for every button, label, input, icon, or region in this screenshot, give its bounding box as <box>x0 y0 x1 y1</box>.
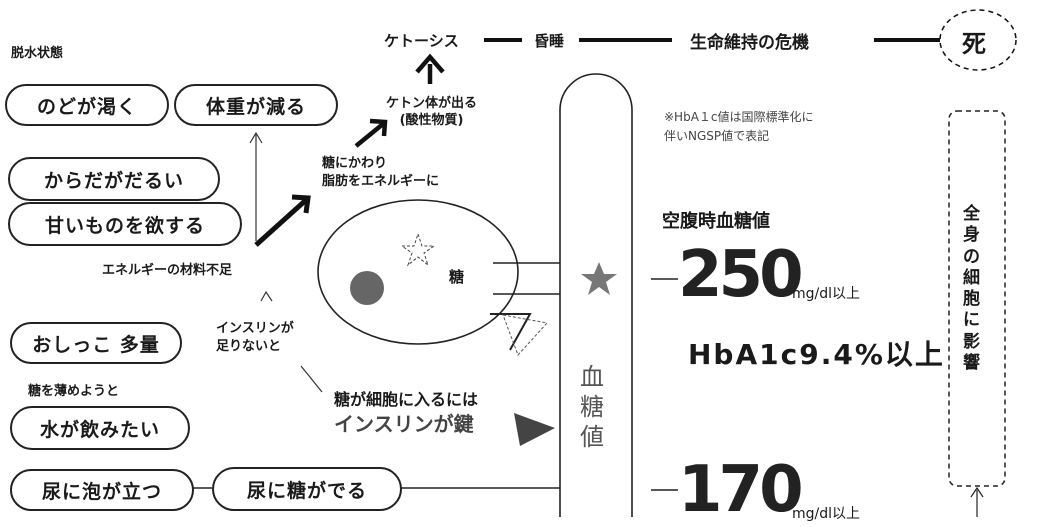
unit-250: mg/dl以上 <box>792 286 861 302</box>
key-caption-line-2: インスリンが鍵 <box>334 412 474 436</box>
life-crisis-label: 生命維持の危機 <box>690 33 809 53</box>
cell-sugar-label: 糖 <box>449 268 465 286</box>
value-170: 170 <box>678 453 804 527</box>
hba1c-note-line-2: 伴いNGSP値で表記 <box>664 128 770 143</box>
symptom-fatigue: からだがだるい <box>8 157 220 201</box>
whole-body-char-7: 影 <box>963 331 980 352</box>
arrow-to-ketone <box>354 122 385 148</box>
value-250: 250 <box>678 238 804 312</box>
cell-nucleus <box>350 271 384 305</box>
death-label: 死 <box>962 30 986 58</box>
whole-body-char-6: に <box>963 310 980 331</box>
insulin-key-icon <box>514 413 555 446</box>
blood-sugar-label: 血 糖 値 <box>580 362 604 452</box>
whole-body-label: 全 身 の 細 胞 に 影 響 <box>963 204 980 374</box>
energy-shortage-label: エネルギーの材料不足 <box>102 263 233 278</box>
whole-body-char-4: 細 <box>963 267 980 288</box>
dilute-label: 糖を薄めようと <box>28 384 120 399</box>
dashed-star-icon <box>400 232 436 267</box>
hba1c-note: ※HbA１c値は国際標準化に 伴いNGSP値で表記 <box>664 108 814 145</box>
star-icon <box>581 262 617 295</box>
symptom-urine-sugar: 尿に糖がでる <box>212 467 402 511</box>
insulin-lack-line-1: インスリンが <box>216 321 294 336</box>
whole-body-box <box>948 110 1006 487</box>
insulin-lack-line-2: 足りないと <box>216 338 282 354</box>
cell-membrane <box>317 199 519 345</box>
key-socket-icon <box>490 313 532 351</box>
symptom-thirst: のどが渇く <box>5 84 169 126</box>
coma-label: 昏睡 <box>534 32 565 50</box>
symptom-foamy-urine: 尿に泡が立つ <box>10 469 194 511</box>
hba1c-threshold: HbA1c9.4%以上 <box>688 338 945 371</box>
blood-vessel <box>559 73 633 517</box>
whole-body-char-1: 全 <box>963 204 980 224</box>
ketone-line-2: (酸性物質) <box>399 112 464 128</box>
fasting-glucose-label: 空腹時血糖値 <box>662 211 770 232</box>
ketosis-label: ケトーシス <box>384 32 459 50</box>
blood-sugar-char-3: 値 <box>580 423 604 451</box>
symptom-weight-loss: 体重が減る <box>174 84 338 126</box>
arrow-to-energy-shortage <box>260 290 273 302</box>
symptom-sweet-craving: 甘いものを欲する <box>8 202 242 246</box>
unit-170: mg/dl以上 <box>792 506 861 522</box>
fat-energy-line-1: 糖にかわり <box>322 156 388 171</box>
ketone-note: ケトン体が出る (酸性物質) <box>386 96 477 130</box>
dehydration-label: 脱水状態 <box>11 46 64 61</box>
whole-body-char-5: 胞 <box>963 289 980 309</box>
insulin-lack-note: インスリンが 足りないと <box>216 320 294 355</box>
fat-energy-line-2: 脂肪をエネルギーに <box>322 174 440 190</box>
dashed-key-icon <box>502 314 548 356</box>
symptom-want-water: 水が飲みたい <box>10 406 190 450</box>
hba1c-note-line-1: ※HbA１c値は国際標準化に <box>664 110 814 124</box>
death-circle <box>939 9 1017 71</box>
key-caption-line-1: 糖が細胞に入るには <box>334 390 479 409</box>
fat-energy-note: 糖にかわり 脂肪をエネルギーに <box>322 155 439 191</box>
whole-body-char-3: の <box>963 246 980 267</box>
whole-body-char-8: 響 <box>963 352 980 373</box>
whole-body-char-2: 身 <box>963 225 980 246</box>
arrow-to-fat-energy <box>254 198 308 247</box>
key-pointer-line <box>300 365 323 393</box>
blood-sugar-char-2: 糖 <box>580 393 604 421</box>
blood-sugar-char-1: 血 <box>580 363 604 391</box>
ketone-line-1: ケトン体が出る <box>386 96 478 111</box>
symptom-polyuria: おしっこ 多量 <box>10 322 182 364</box>
